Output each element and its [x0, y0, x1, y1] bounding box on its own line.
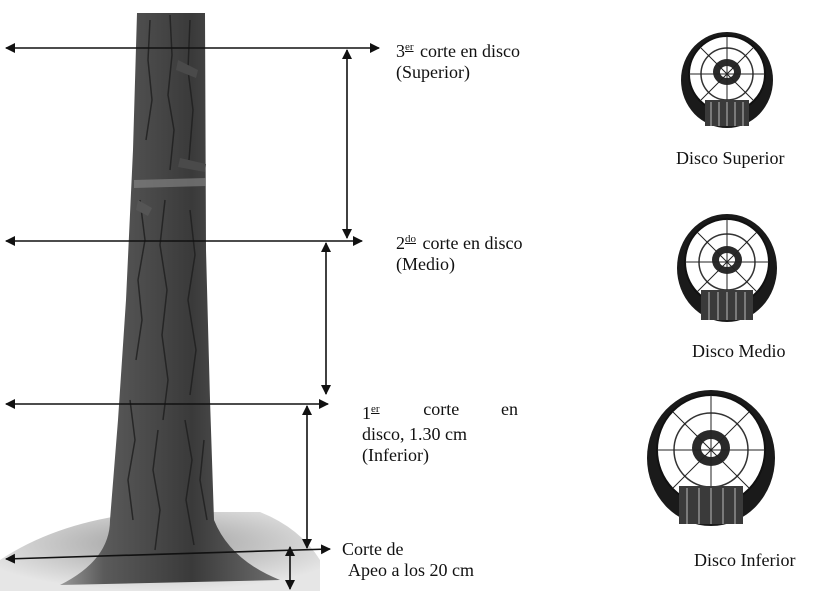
disc-middle-illustration — [677, 214, 777, 322]
tree-trunk — [60, 13, 280, 585]
disc-top-illustration — [681, 32, 773, 128]
disc-bottom-illustration — [647, 390, 775, 526]
disc-middle-label: Disco Medio — [692, 341, 786, 362]
cut2-label: 2do corte en disco (Medio) — [396, 229, 522, 275]
felling-label: Corte de Apeo a los 20 cm — [342, 539, 474, 581]
cut3-label: 3er corte en disco (Superior) — [396, 37, 520, 83]
disc-bottom-label: Disco Inferior — [694, 550, 795, 571]
disc-top-label: Disco Superior — [676, 148, 784, 169]
